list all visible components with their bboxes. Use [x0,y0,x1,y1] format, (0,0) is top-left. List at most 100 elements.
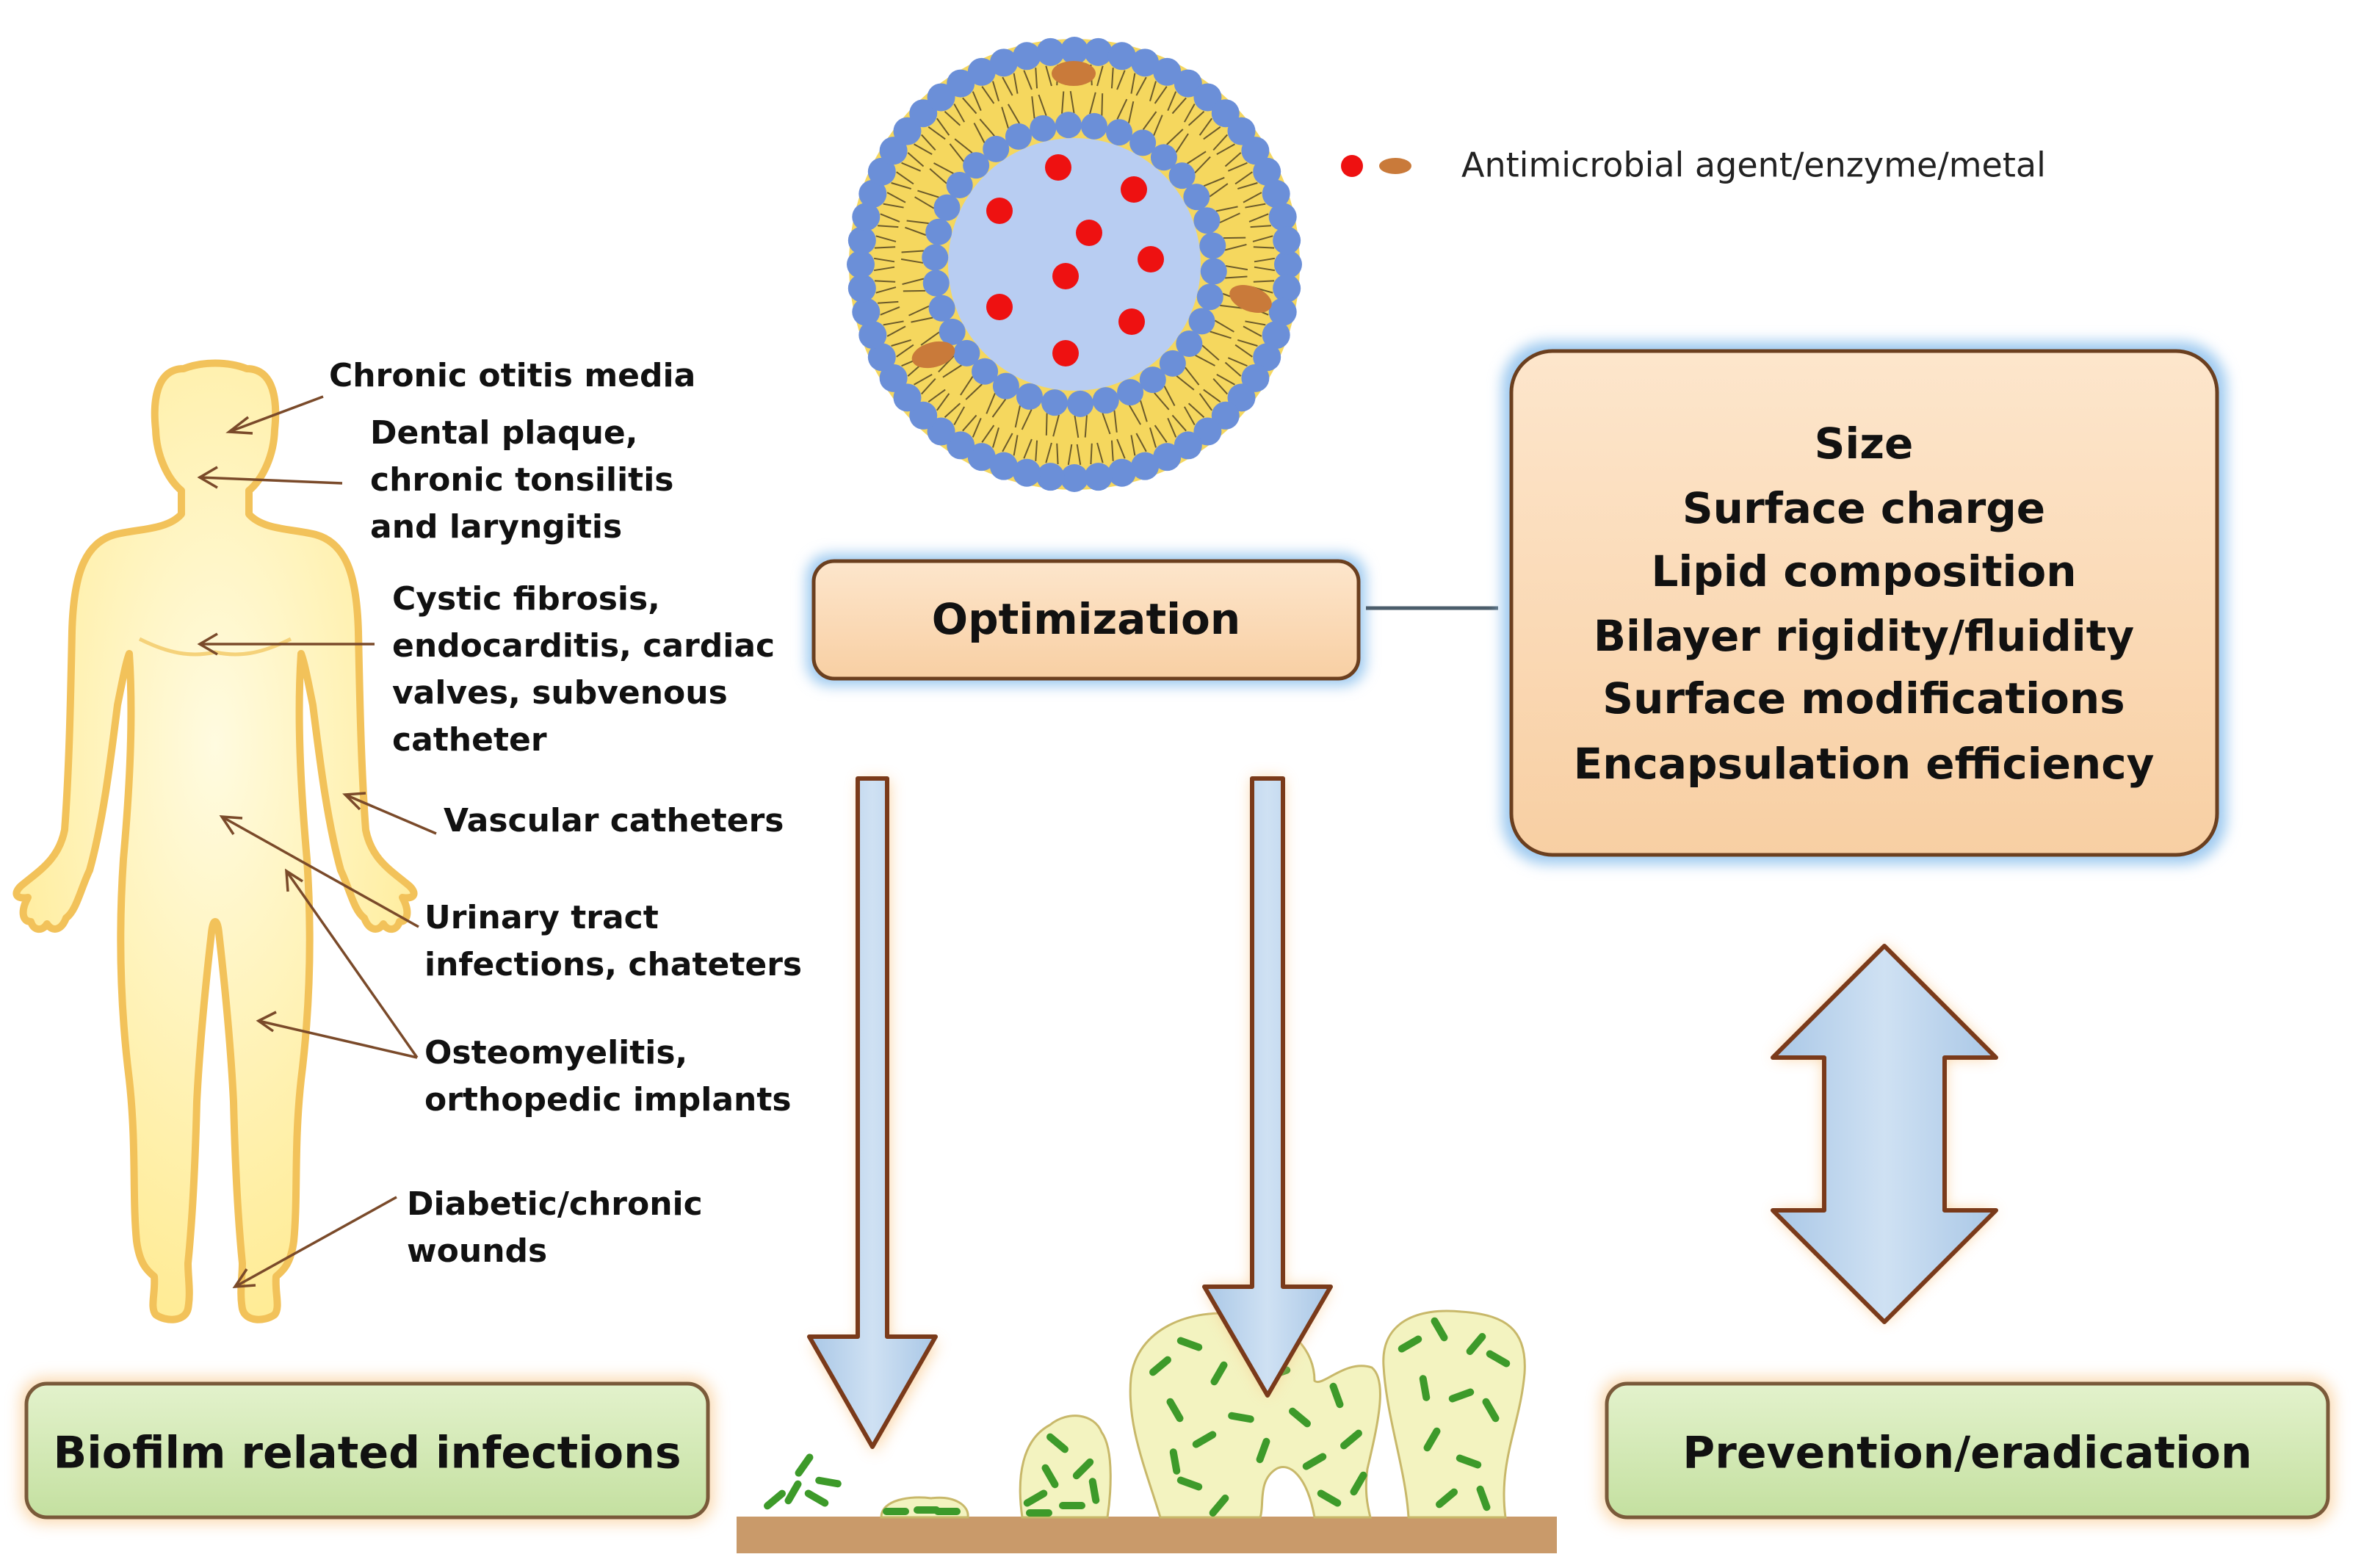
annotation-arrows [197,395,437,1288]
body-site-line: endocarditis, cardiac [392,627,775,665]
lipid-head [1196,283,1223,311]
lipid-head [1153,57,1182,86]
lipid-head [1080,112,1107,140]
lipid-head [1274,250,1302,278]
bacterium-rod [1210,1361,1228,1386]
lipid-head [1107,458,1136,487]
lipid-head [909,401,938,430]
bacterium-rod [764,1489,786,1510]
lipid-head [847,226,876,255]
body-site-label: Chronic otitis media [329,357,695,394]
body-site-line: orthopedic implants [424,1081,792,1119]
bacterium-rod [784,1480,802,1505]
lipid-head [893,117,922,145]
bacterium-rod [1486,1350,1511,1368]
bacterium-rod [1041,1464,1059,1489]
bacterium-rod [1431,1317,1448,1342]
antimicrobial-agent-dot [1121,176,1147,203]
lipid-head [858,321,887,350]
antimicrobial-agent-dot [1045,154,1071,181]
lipid-head [1273,226,1301,255]
antimicrobial-agent-dot [1052,340,1079,366]
lipid-head [1193,417,1222,446]
bacterium-rod [934,1508,961,1515]
lipid-head [927,83,955,112]
bacterium-rod [1456,1454,1482,1469]
bacterium-rod [804,1489,829,1507]
liposome-illustration [847,37,1302,492]
bacterium-rod [1476,1485,1491,1511]
body-site-line: Dental plaque, [370,414,637,452]
lipid-head [967,57,996,86]
bacterium-rod [1302,1453,1327,1470]
lipid-head [1106,119,1133,146]
lipid-head [922,270,950,297]
legend-label: Antimicrobial agent/enzyme/metal [1461,145,2046,185]
lipid-head [1016,383,1043,410]
lipid-head [1092,387,1119,414]
lipid-head [1168,162,1196,189]
lipid-head [1183,184,1210,211]
lipid-head [1262,179,1290,208]
bacterium-rod [1176,1476,1203,1491]
lipid-head [963,152,990,179]
body-site-line: infections, chateters [424,946,802,983]
enzyme-oval [1052,61,1096,86]
bacterium-rod [1166,1398,1184,1423]
bacterium-rod [1169,1448,1181,1475]
colony-large [1129,1312,1381,1519]
lipid-head [1041,389,1069,416]
lipid-head [1013,458,1041,487]
lipid-head [1227,117,1256,145]
bacterium-rod [1317,1489,1342,1507]
lipid-head [1253,157,1281,186]
body-site-line: Vascular catheters [444,802,784,839]
lipid-head [1199,232,1226,259]
bacterium-rod [1256,1437,1270,1464]
lipid-head [1174,69,1202,98]
legend-agent-dot [1341,155,1363,177]
lipid-head [1200,258,1227,285]
biofilm-infections-box: Biofilm related infections [21,1378,714,1523]
antimicrobial-agent-dot [1076,220,1102,246]
lipid-head [1084,37,1113,66]
lipid-head [1139,366,1166,394]
lipid-head [1268,203,1297,231]
bacterium-rod [1419,1375,1431,1401]
lipid-head [983,135,1010,162]
lipid-head [1159,350,1186,377]
lipid-head [927,417,955,446]
body-site-line: valves, subvenous [392,674,728,712]
bacterium-rod [1228,1412,1254,1423]
lipid-head [847,274,876,303]
lipid-head [992,372,1019,400]
lipid-head [953,339,980,366]
body-site-line: chronic tonsilitis [370,461,673,499]
body-site-line: Osteomyelitis, [424,1034,687,1072]
lipid-head [1036,463,1065,491]
human-body-figure [12,359,418,1323]
lipid-head [1055,112,1082,139]
lipid-head [1193,207,1221,234]
down-arrow-left [807,776,939,1453]
lipid-head [1241,137,1270,165]
body-silhouette [12,359,418,1323]
body-site-line: Urinary tract [424,899,659,936]
optimization-box: Optimization [806,554,1366,686]
lipid-head [989,48,1018,77]
bacterium-rod [795,1453,814,1477]
lipid-head [946,172,973,199]
lipid-head [1131,48,1160,77]
lipid-head [1174,431,1202,460]
body-site-label: Urinary tract infections, chateters [424,899,802,983]
double-headed-arrow [1771,944,1998,1324]
membrane-enzymes [911,61,1272,369]
lipid-head [1013,42,1041,71]
bacterium-rod [1192,1431,1217,1448]
lipid-head [1036,37,1065,66]
body-site-line: Cystic fibrosis, [392,580,660,618]
bacterium-rod [1350,1471,1367,1496]
